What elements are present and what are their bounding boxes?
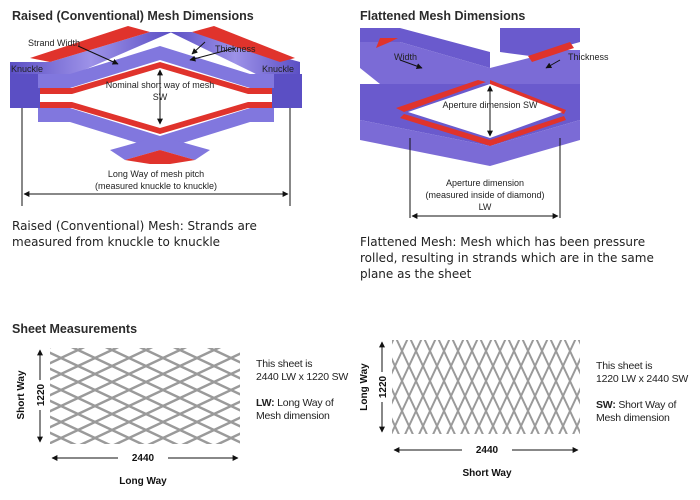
right-vertical-axis: Long Way [359,363,370,411]
left-sheet-diagram: 2440 Long Way 1220 Short Way [10,342,250,492]
right-key-text1: Short Way of [615,399,677,411]
raised-upper-strands [10,26,300,76]
right-sheet-diagram: 2440 Short Way 1220 Long Way [359,336,590,486]
flattened-mesh-description: Flattened Mesh: Mesh which has been pres… [360,235,654,281]
flattened-mesh-title: Flattened Mesh Dimensions [360,9,526,23]
raised-label-lw-line2: (measured knuckle to knuckle) [95,181,217,191]
right-note-line1: This sheet is [596,360,653,372]
right-sheet-note: This sheet is 1220 LW x 2440 SW SW: Shor… [596,360,696,425]
flattened-label-lw-line2: (measured inside of diamond) [425,190,544,200]
raised-mesh-description: Raised (Conventional) Mesh: Strands are … [12,219,257,249]
left-key-abbr: LW: [256,397,275,409]
right-horizontal-axis: Short Way [462,468,512,479]
raised-label-strand-width: Strand Width [28,38,80,48]
right-note-line2: 1220 LW x 2440 SW [596,373,689,385]
raised-label-sw-line1: Nominal short way of mesh [106,80,215,90]
raised-label-sw-line2: SW [153,92,168,102]
right-horizontal-value: 2440 [476,445,499,456]
right-vertical-value: 1220 [378,375,389,398]
left-mesh-sheet [50,348,240,444]
flattened-red-edges [376,38,574,146]
raised-label-knuckle-right: Knuckle [262,64,294,74]
right-key-abbr: SW: [596,399,616,411]
left-vertical-axis: Short Way [16,370,27,420]
flattened-label-lw-line1: Aperture dimension [446,178,524,188]
flattened-label-width: Width [394,52,417,62]
left-key-text2: Mesh dimension [256,410,330,422]
raised-label-thickness: Thickness [215,44,256,54]
raised-lower-strands [110,136,210,164]
left-sheet-note: This sheet is 2440 LW x 1220 SW LW: Long… [256,358,356,423]
raised-mesh-title: Raised (Conventional) Mesh Dimensions [12,9,254,23]
raised-middle-strands [38,46,274,150]
right-key-text2: Mesh dimension [596,412,670,424]
raised-knuckle-right [272,74,302,108]
raised-label-knuckle-left: Knuckle [11,64,43,74]
left-horizontal-value: 2440 [132,453,155,464]
left-note-line1: This sheet is [256,358,313,370]
flattened-aperture-diamond [408,84,562,138]
sheet-measurements-title: Sheet Measurements [12,322,138,336]
left-key-text1: Long Way of [274,397,334,409]
flattened-label-thickness: Thickness [568,52,609,62]
left-vertical-value: 1220 [36,383,47,406]
left-horizontal-axis: Long Way [119,476,167,487]
raised-mesh-diagram: Strand Width Thickness Knuckle Knuckle N… [10,24,310,210]
raised-label-lw-line1: Long Way of mesh pitch [108,169,204,179]
flattened-label-aperture-sw: Aperture dimension SW [442,100,538,110]
raised-knuckle-left [10,74,40,108]
flattened-label-lw-line3: LW [479,202,492,212]
left-note-line2: 2440 LW x 1220 SW [256,371,349,383]
right-mesh-sheet [392,340,580,434]
flattened-mesh-diagram: Width Thickness Aperture dimension SW Ap… [360,28,609,228]
